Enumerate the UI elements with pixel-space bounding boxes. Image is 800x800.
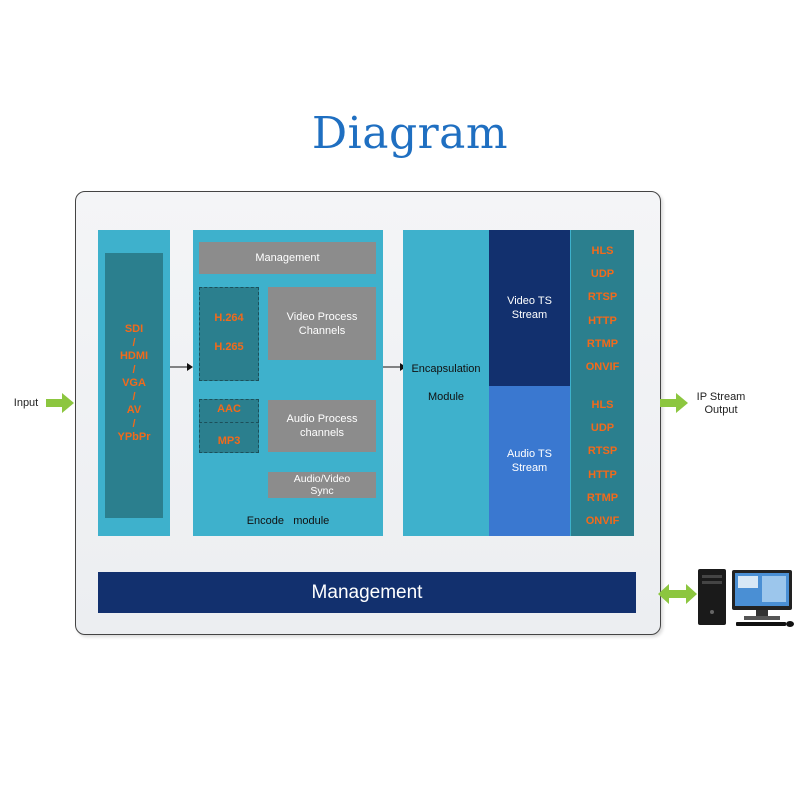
encode-module-label: Encode module: [246, 515, 330, 527]
video-protocol-0: HLS: [591, 245, 614, 257]
input-format-5: /: [132, 390, 136, 403]
codec-h265: H.265: [214, 341, 244, 353]
av-sync-box: Audio/Video Sync: [268, 472, 376, 498]
audio-protocol-3: HTTP: [588, 468, 617, 481]
output-arrow-icon: [660, 393, 688, 413]
video-process-box: Video Process Channels: [268, 287, 376, 360]
input-arrow-icon: [46, 393, 74, 413]
video-protocol-5: ONVIF: [585, 360, 620, 373]
input-format-7: /: [132, 417, 136, 430]
codec-mp3: MP3: [217, 435, 241, 447]
protocol-column: HLS UDP RTSP HTTP RTMP ONVIF HLS UDP RTSP HTTP RT…: [571, 230, 634, 536]
audio-codec-box: [199, 399, 259, 453]
input-format-0: SDI: [124, 323, 144, 335]
video-protocol-2: RTSP: [587, 291, 618, 304]
input-label: Input: [13, 397, 39, 409]
computer-icon: [698, 569, 794, 627]
audio-protocol-5: ONVIF: [585, 514, 620, 527]
input-format-3: /: [132, 363, 136, 376]
video-ts-stream-box: Video TS Stream: [489, 230, 570, 386]
input-format-6: AV: [126, 404, 142, 416]
audio-ts-stream-box: Audio TS Stream: [489, 386, 570, 536]
audio-codec-divider: [199, 422, 259, 423]
encapsulation-module-label: Module: [427, 391, 465, 403]
codec-h264: H.264: [214, 312, 244, 324]
audio-protocol-1: UDP: [590, 422, 615, 435]
output-label: IP Stream Output: [696, 391, 746, 416]
video-protocol-4: RTMP: [586, 337, 619, 350]
audio-protocol-4: RTMP: [586, 491, 619, 504]
video-codec-box: [199, 287, 259, 381]
page-title: Diagram: [311, 108, 509, 159]
management-bar: Management: [98, 572, 636, 613]
audio-protocol-2: RTSP: [587, 445, 618, 458]
audio-process-box: Audio Process channels: [268, 400, 376, 452]
input-format-1: /: [132, 336, 136, 349]
video-protocol-3: HTTP: [588, 314, 617, 327]
audio-protocol-0: HLS: [591, 399, 614, 411]
input-format-8: YPbPr: [117, 431, 151, 443]
encapsulation-label: Encapsulation: [411, 363, 481, 375]
codec-aac: AAC: [217, 403, 241, 415]
encode-management-box: Management: [199, 242, 376, 274]
bidirectional-arrow-icon: [658, 584, 697, 604]
input-format-2: HDMI: [119, 350, 149, 362]
input-formats-box: SDI/HDMI/VGA/AV/YPbPr: [105, 253, 163, 518]
video-protocol-1: UDP: [590, 268, 615, 281]
input-format-4: VGA: [122, 377, 146, 389]
arrow-to-encode-icon: [170, 363, 193, 371]
